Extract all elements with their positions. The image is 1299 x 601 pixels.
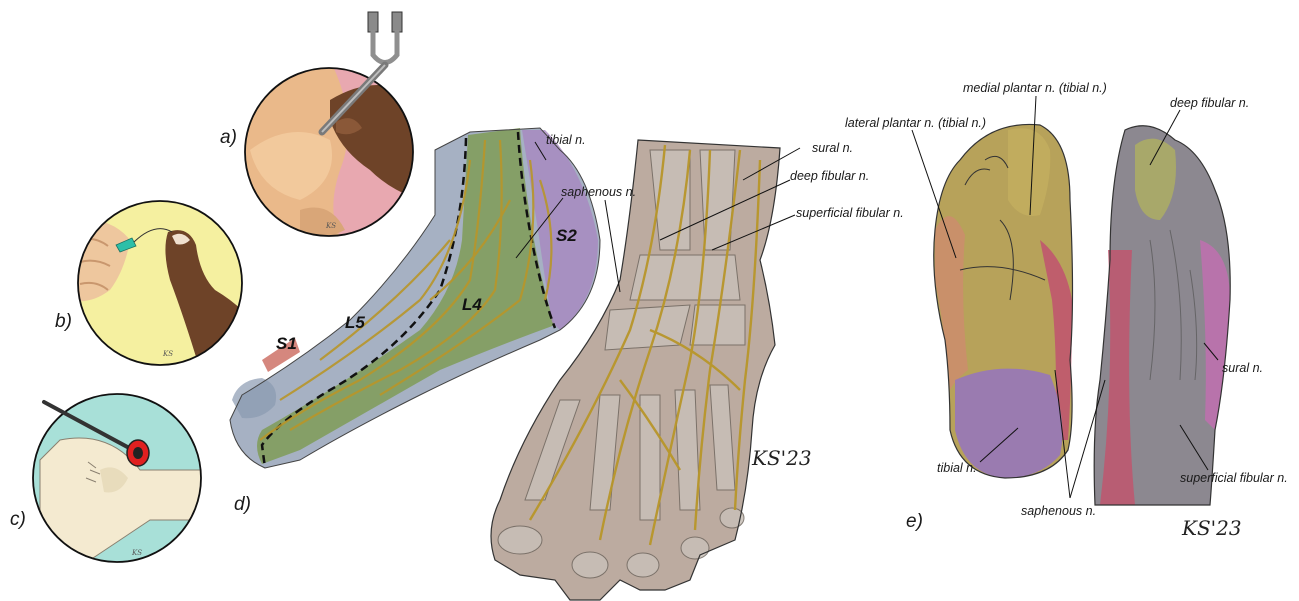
label-superficial-fibular-n-e: superficial fibular n. [1180,472,1288,485]
label-saphenous-n-d: saphenous n. [561,186,636,199]
label-tibial-n-d: tibial n. [546,134,586,147]
label-tibial-n-e: tibial n. [937,462,977,475]
label-lateral-plantar-n: lateral plantar n. (tibial n.) [845,117,986,130]
svg-text:KS: KS [162,350,173,358]
panel-label-a: a) [220,128,237,147]
label-sural-n-d: sural n. [812,142,853,155]
panel-label-b: b) [55,312,72,331]
panel-label-e: e) [906,512,923,531]
svg-text:KS: KS [131,549,142,557]
svg-text:KS: KS [325,222,336,230]
panel-label-d: d) [234,495,251,514]
plantar-sole-illustration [934,124,1073,478]
label-sural-n-e: sural n. [1222,362,1263,375]
vibration-test-illustration: KS [240,12,420,260]
artist-signature-d: KS'23 [752,448,812,468]
artist-signature-e: KS'23 [1182,518,1242,538]
label-superficial-fibular-n-d: superficial fibular n. [796,207,904,220]
label-deep-fibular-n-d: deep fibular n. [790,170,869,183]
dermatome-label-s1: S1 [276,335,297,352]
temperature-test-illustration: KS [33,394,230,562]
dorsal-foot-zones-illustration [1094,126,1230,505]
panel-label-c: c) [10,510,26,529]
label-saphenous-n-e: saphenous n. [1021,505,1096,518]
label-medial-plantar-n: medial plantar n. (tibial n.) [963,82,1107,95]
dermatome-label-l4: L4 [462,296,482,313]
dermatome-label-s2: S2 [556,227,577,244]
label-deep-fibular-n-e: deep fibular n. [1170,97,1249,110]
dermatome-label-l5: L5 [345,314,365,331]
monofilament-test-illustration: KS [70,201,250,370]
